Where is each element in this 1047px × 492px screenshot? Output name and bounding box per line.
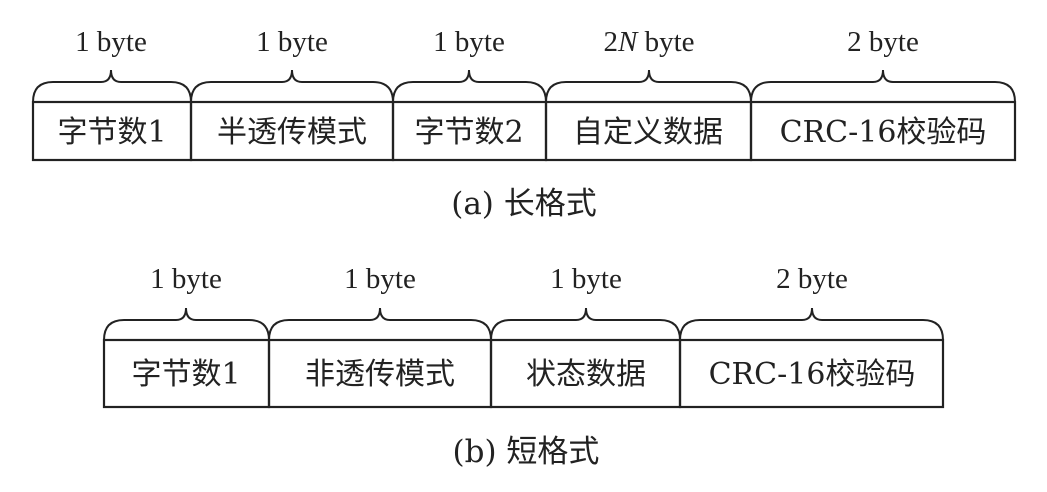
long-field-label-3: 字节数2 <box>414 115 523 150</box>
short-size-label-2: 1 byte <box>344 263 416 295</box>
short-field-label-1: 字节数1 <box>131 357 240 392</box>
short-brace-4 <box>679 307 944 341</box>
long-size-label-4-prefix: 2 <box>603 26 618 58</box>
long-size-label-4: 2N byte <box>603 26 694 58</box>
short-field-label-4: CRC-16校验码 <box>709 357 916 392</box>
long-brace-1 <box>32 69 192 103</box>
short-format: 1 byte 1 byte 1 byte 2 byte 字节数1 非透传模式 状… <box>102 263 945 470</box>
long-field-label-5: CRC-16校验码 <box>780 115 987 150</box>
short-field-box-4 <box>678 338 945 409</box>
long-size-label-5: 2 byte <box>847 26 919 58</box>
long-brace-4 <box>545 69 752 103</box>
long-format-caption: (a) 长格式 <box>451 186 597 222</box>
short-field-label-2: 非透传模式 <box>305 357 455 392</box>
long-brace-5 <box>750 69 1016 103</box>
short-size-label-3: 1 byte <box>550 263 622 295</box>
short-size-label-4: 2 byte <box>776 263 848 295</box>
short-brace-3 <box>490 307 681 341</box>
short-size-label-1: 1 byte <box>150 263 222 295</box>
long-format: 1 byte 1 byte 1 byte 2N byte 2 byte 字节数1… <box>31 26 1017 222</box>
short-format-caption: (b) 短格式 <box>453 434 600 470</box>
long-field-label-2: 半透传模式 <box>217 115 367 150</box>
long-size-label-3: 1 byte <box>433 26 505 58</box>
long-field-label-1: 字节数1 <box>57 115 166 150</box>
long-brace-3 <box>392 69 547 103</box>
short-brace-1 <box>103 307 270 341</box>
long-brace-2 <box>190 69 394 103</box>
long-size-label-4-suffix: byte <box>637 26 694 58</box>
long-field-box-5 <box>749 100 1017 162</box>
long-field-label-4: 自定义数据 <box>573 115 723 150</box>
short-field-label-3: 状态数据 <box>526 357 646 392</box>
short-brace-2 <box>268 307 492 341</box>
long-size-label-2: 1 byte <box>256 26 328 58</box>
long-size-label-1: 1 byte <box>75 26 147 58</box>
long-size-label-4-italic: N <box>617 26 639 58</box>
